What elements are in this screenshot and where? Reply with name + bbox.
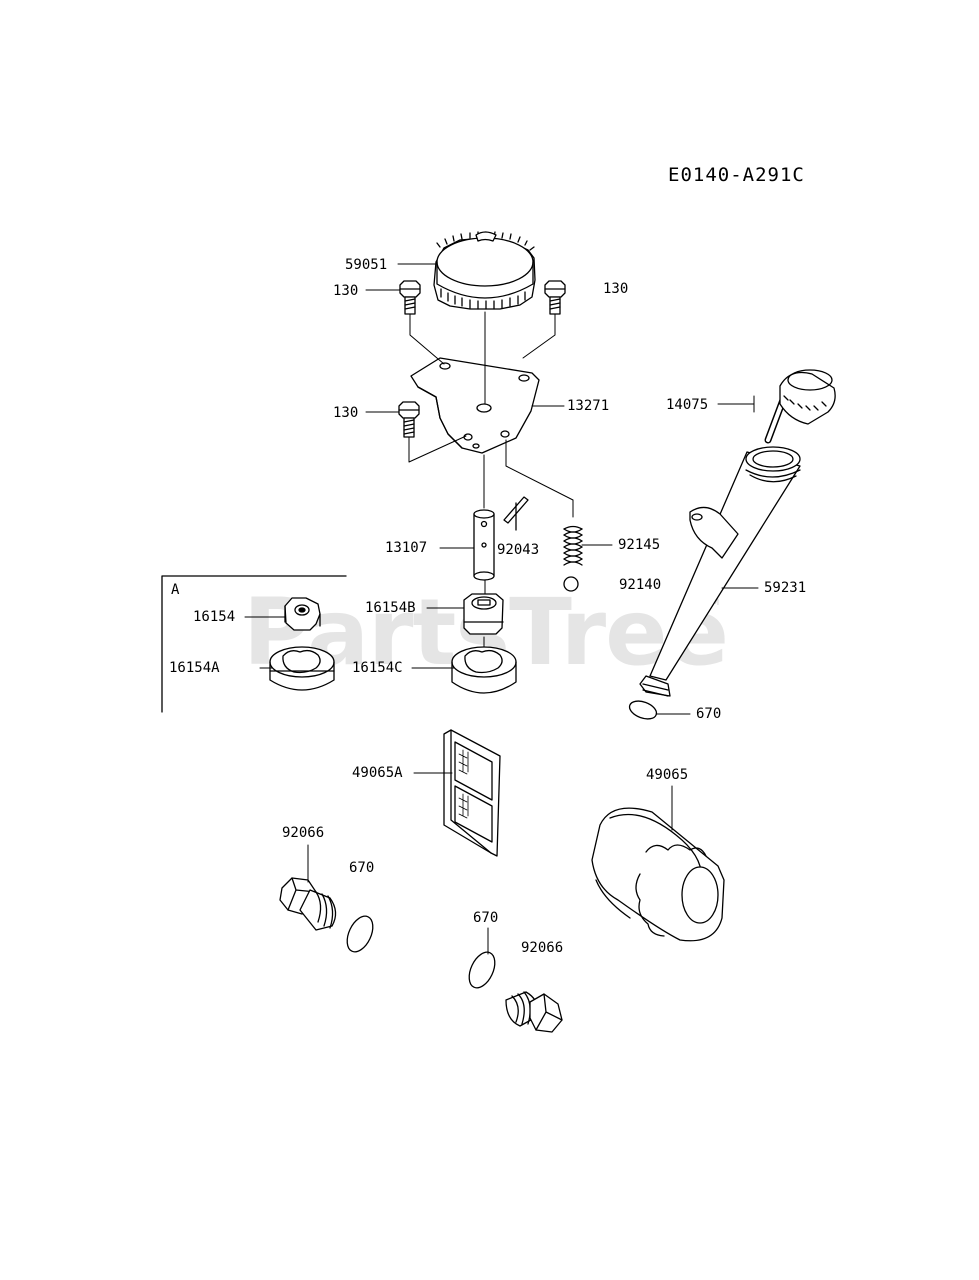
pin-92043 (503, 496, 529, 531)
oil-strainer-49065A (443, 729, 501, 857)
callout-16154A: 16154A (169, 660, 220, 676)
oil-filter-49065 (591, 807, 725, 942)
callout-49065A: 49065A (352, 765, 403, 781)
callout-670-dipstick: 670 (696, 706, 722, 722)
inset-frame (161, 575, 347, 713)
o-ring-670-left (346, 915, 374, 953)
shaft-13107 (473, 509, 495, 581)
callout-14075: 14075 (666, 397, 709, 413)
callout-130-top-left: 130 (333, 283, 359, 299)
callout-670-center: 670 (473, 910, 499, 926)
o-ring-670-center (468, 951, 496, 989)
outer-rotor-16154C (451, 646, 517, 694)
dipstick-cap-14075 (764, 369, 836, 444)
callout-16154: 16154 (193, 609, 236, 625)
callout-670-left: 670 (349, 860, 375, 876)
o-ring-670-dipstick (628, 700, 658, 720)
inner-rotor-16154 (284, 597, 321, 631)
bolt-130-top-left (399, 280, 421, 315)
drain-plug-92066-right (505, 991, 563, 1033)
callout-16154B: 16154B (365, 600, 416, 616)
callout-92043: 92043 (497, 542, 540, 558)
callout-130-top-right: 130 (603, 281, 629, 297)
bolt-130-top-right (544, 280, 566, 315)
callout-leaders (244, 263, 759, 955)
gear-59051 (433, 231, 536, 310)
diagram-code: E0140-A291C (668, 164, 805, 186)
drain-plug-92066-left (279, 877, 337, 931)
pump-cover-plate-13271 (410, 357, 540, 454)
spring-92145 (563, 525, 583, 566)
callout-92066-left: 92066 (282, 825, 325, 841)
outer-rotor-16154A (269, 646, 335, 691)
callout-49065: 49065 (646, 767, 689, 783)
callout-92145: 92145 (618, 537, 661, 553)
inset-label: A (171, 582, 180, 598)
callout-59051: 59051 (345, 257, 388, 273)
callout-92140: 92140 (619, 577, 662, 593)
callout-92066-right: 92066 (521, 940, 564, 956)
dipstick-tube-59231 (639, 446, 801, 697)
callout-16154C: 16154C (352, 660, 403, 676)
inner-rotor-16154B (463, 593, 504, 635)
bolt-130-mid-left (398, 401, 420, 438)
callout-13107: 13107 (385, 540, 428, 556)
callout-59231: 59231 (764, 580, 807, 596)
callout-130-mid-left: 130 (333, 405, 359, 421)
ball-92140 (563, 576, 579, 592)
callout-13271: 13271 (567, 398, 610, 414)
